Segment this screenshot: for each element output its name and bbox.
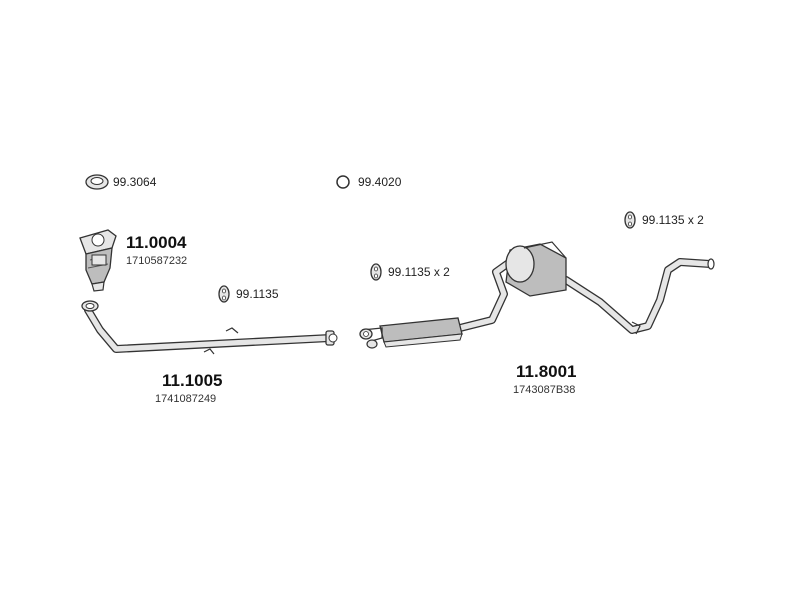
hanger-mid-part bbox=[370, 263, 382, 281]
catalyst-code-label: 1710587232 bbox=[126, 255, 188, 267]
catalyst-number-label: 11.0004 bbox=[126, 233, 187, 252]
front-pipe-number-label: 11.1005 bbox=[162, 371, 223, 390]
rear-silencer-code-label: 1743087B38 bbox=[513, 384, 576, 396]
catalyst-part bbox=[79, 229, 117, 292]
hanger-front-number-label: 99.1135 bbox=[236, 287, 279, 301]
hanger-front-part bbox=[218, 285, 230, 303]
ring-number-label: 99.4020 bbox=[358, 175, 402, 189]
hanger-rear-part bbox=[624, 211, 636, 229]
hanger-rear-number-label: 99.1135 x 2 bbox=[642, 213, 704, 227]
hanger-mid-number-label: 99.1135 x 2 bbox=[388, 265, 450, 279]
rear-silencer-part bbox=[359, 241, 715, 349]
gasket-number-label: 99.3064 bbox=[113, 175, 157, 189]
front-pipe-code-label: 1741087249 bbox=[155, 393, 217, 405]
rear-silencer-number-label: 11.8001 bbox=[516, 362, 577, 381]
front-pipe-part bbox=[81, 300, 338, 355]
gasket-part bbox=[85, 174, 109, 190]
ring-part bbox=[336, 175, 350, 189]
